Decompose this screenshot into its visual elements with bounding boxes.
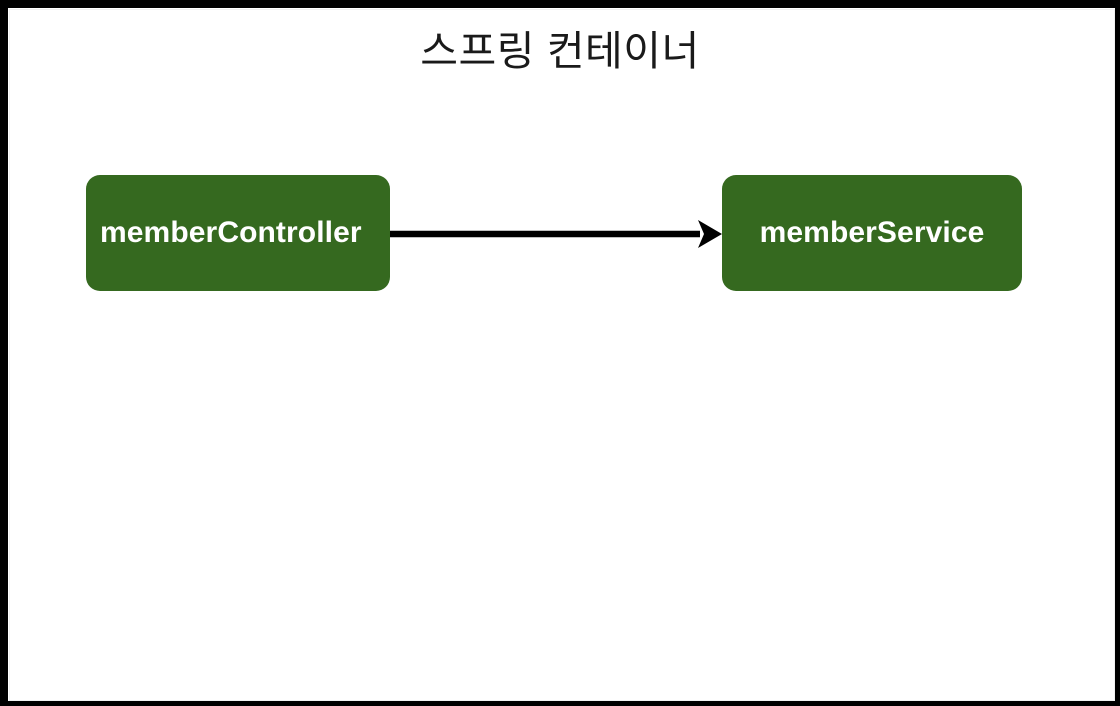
node-member-service[interactable]: memberService (722, 175, 1022, 291)
node-member-service-label: memberService (759, 216, 985, 249)
page-title: 스프링 컨테이너 (420, 28, 700, 74)
node-member-controller[interactable]: memberController (86, 175, 390, 291)
dependency-arrow (390, 220, 722, 248)
dependency-arrow-head (698, 220, 722, 248)
container-frame-inner-edge (9, 9, 1115, 701)
node-member-controller-label: memberController (100, 216, 362, 249)
